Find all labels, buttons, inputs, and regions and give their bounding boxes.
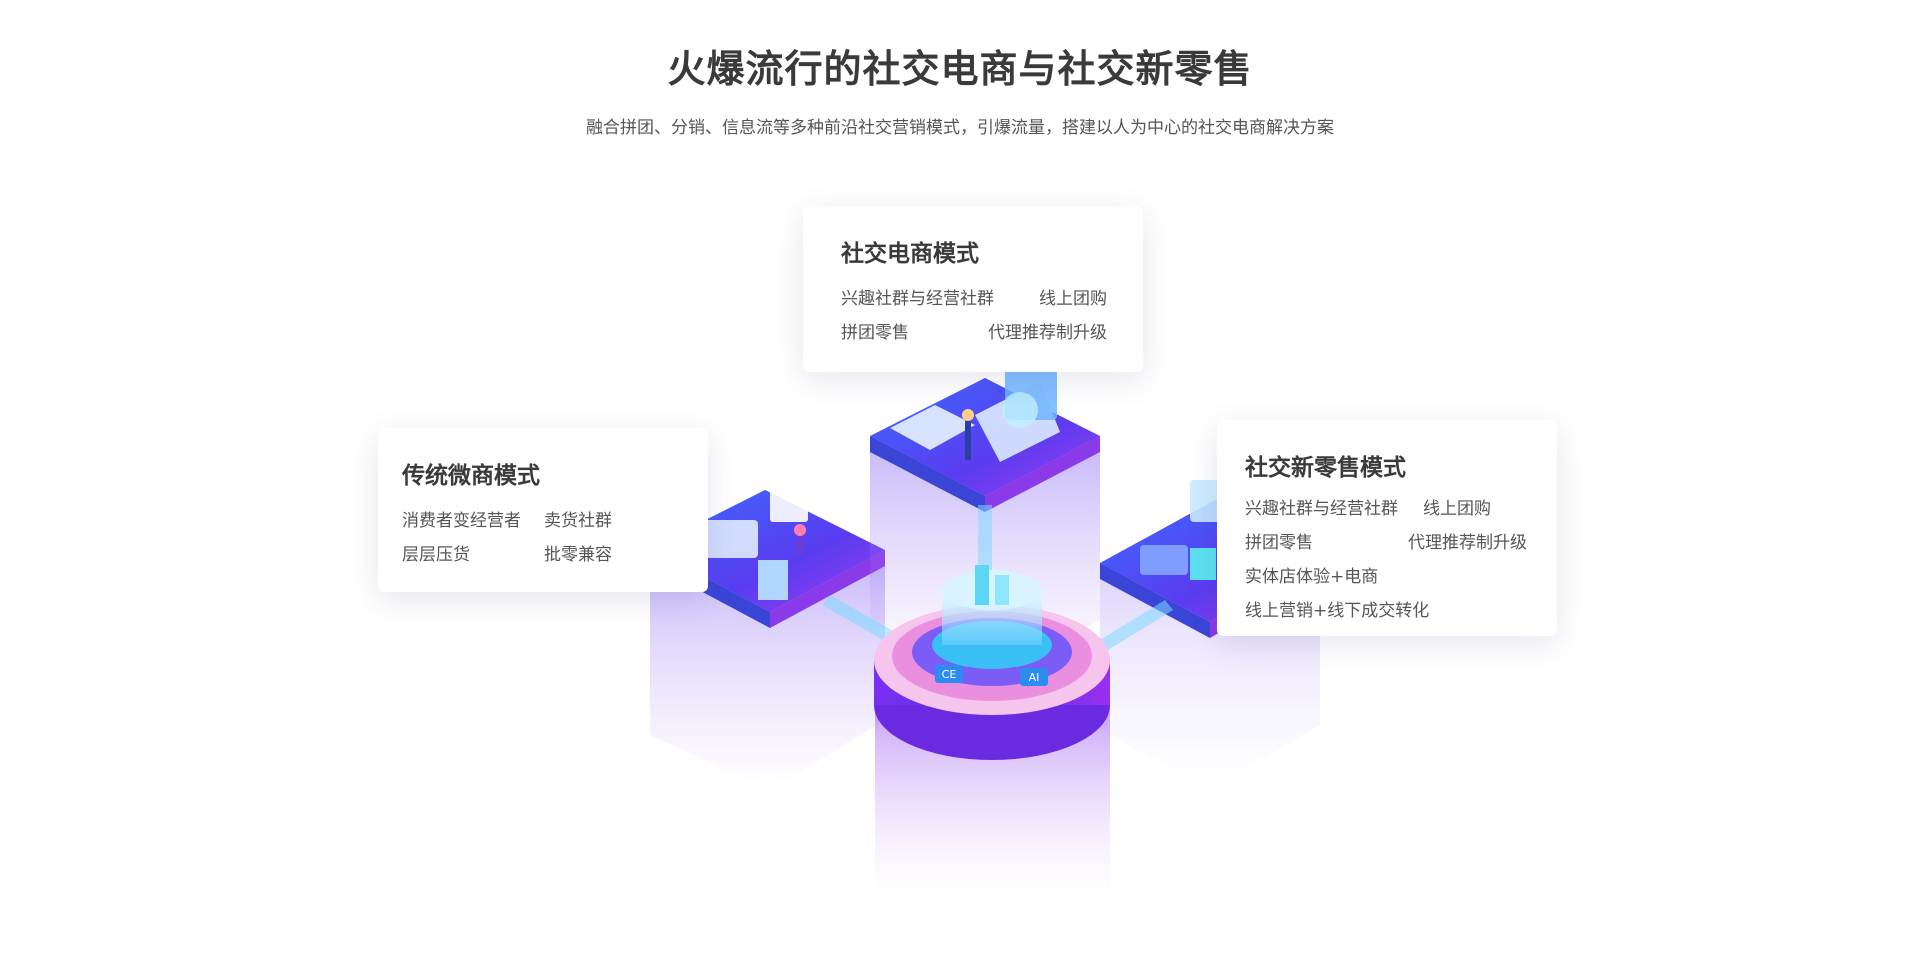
left-platform xyxy=(650,478,885,790)
feature-text: 代理推荐制升级 xyxy=(1408,533,1527,553)
platform-label-ai: AI xyxy=(1029,671,1040,684)
feature-text: 消费者变经营者 xyxy=(402,511,521,531)
card-row: 兴趣社群与经营社群 线上团购 xyxy=(1245,492,1527,526)
feature-text: 兴趣社群与经营社群 xyxy=(1245,499,1398,519)
platform-label-ce: CE xyxy=(942,668,957,681)
feature-text: 兴趣社群与经营社群 xyxy=(841,289,994,309)
card-row: 拼团零售 代理推荐制升级 xyxy=(841,316,1107,350)
feature-text: 实体店体验+电商 xyxy=(1245,567,1379,587)
feature-text: 线上营销+线下成交转化 xyxy=(1245,601,1430,621)
card-row: 消费者变经营者 卖货社群 xyxy=(402,504,678,538)
card-title: 社交电商模式 xyxy=(841,241,979,267)
card-title: 传统微商模式 xyxy=(402,463,540,489)
card-row: 层层压货 批零兼容 xyxy=(402,538,678,572)
feature-text: 线上团购 xyxy=(1423,499,1491,519)
feature-text: 拼团零售 xyxy=(841,323,909,343)
feature-text: 层层压货 xyxy=(402,545,470,565)
card-social-ecommerce: 社交电商模式 兴趣社群与经营社群 线上团购 拼团零售 代理推荐制升级 xyxy=(803,206,1143,372)
feature-text: 线上团购 xyxy=(1039,289,1107,309)
card-title: 社交新零售模式 xyxy=(1245,455,1406,481)
feature-text: 批零兼容 xyxy=(544,545,612,565)
page-title: 火爆流行的社交电商与社交新零售 xyxy=(667,47,1253,91)
feature-text: 卖货社群 xyxy=(544,511,612,531)
card-row: 拼团零售 代理推荐制升级 xyxy=(1245,526,1527,560)
card-row: 线上营销+线下成交转化 xyxy=(1245,594,1527,628)
card-row: 实体店体验+电商 xyxy=(1245,560,1527,594)
feature-text: 代理推荐制升级 xyxy=(988,323,1107,343)
card-traditional-wechat: 传统微商模式 消费者变经营者 卖货社群 层层压货 批零兼容 xyxy=(378,428,708,592)
feature-text: 拼团零售 xyxy=(1245,533,1313,553)
card-row: 兴趣社群与经营社群 线上团购 xyxy=(841,282,1107,316)
center-hub: CE AI xyxy=(874,565,1110,900)
card-social-new-retail: 社交新零售模式 兴趣社群与经营社群 线上团购 拼团零售 代理推荐制升级 实体店体… xyxy=(1217,420,1557,636)
page-subtitle: 融合拼团、分销、信息流等多种前沿社交营销模式，引爆流量，搭建以人为中心的社交电商… xyxy=(586,118,1334,138)
